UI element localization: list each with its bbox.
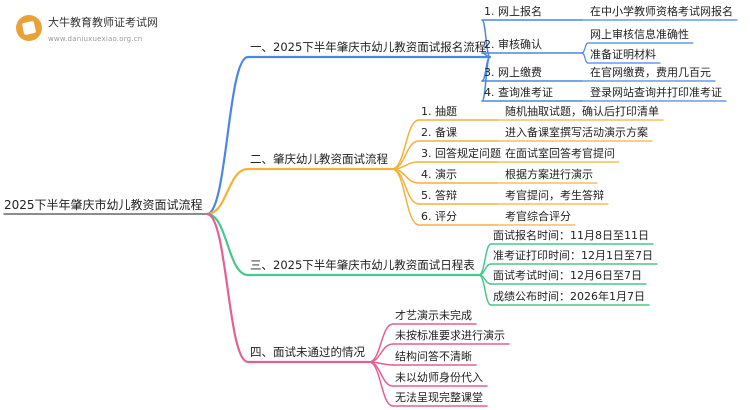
leaf-detail: 在官网缴费，费用几百元 (590, 66, 711, 79)
branch-item: 无法呈现完整课堂 (395, 391, 483, 404)
root-topic: 2025下半年肇庆市幼儿教资面试流程 (4, 198, 203, 212)
branch-item: 1. 网上报名 (484, 5, 542, 18)
branch-item: 5. 答辩 (421, 189, 457, 202)
branch-item: 面试考试时间：12月6日至7日 (493, 269, 642, 282)
logo-url: www.daniuxuexiao.org.cn (48, 35, 143, 43)
branch-item: 2. 审核确认 (484, 38, 542, 51)
branch-item: 4. 演示 (421, 168, 457, 181)
branch-item: 1. 抽题 (421, 105, 457, 118)
branch-item: 准考证打印时间：12月1日至7日 (493, 249, 653, 262)
leaf-detail: 登录网站查询并打印准考证 (590, 86, 722, 99)
branch-item: 结构问答不清晰 (395, 350, 472, 363)
branch-label: 二、肇庆幼儿教资面试流程 (250, 152, 388, 166)
branch-item: 3. 网上缴费 (484, 66, 542, 79)
branch-item: 2. 备课 (421, 126, 457, 139)
branch-item: 4. 查询准考证 (484, 86, 553, 99)
branch-label: 三、2025下半年肇庆市幼儿教资面试日程表 (250, 258, 475, 272)
leaf-detail: 考官提问，考生答辩 (505, 189, 604, 202)
branch-item: 6. 评分 (421, 210, 457, 223)
logo-name: 大牛教育教师证考试网 (48, 16, 158, 29)
branch-item: 3. 回答规定问题 (421, 147, 501, 160)
leaf-detail: 在中小学教师资格考试网报名 (590, 5, 733, 18)
leaf-detail: 根据方案进行演示 (505, 168, 593, 181)
branch-item: 未按标准要求进行演示 (395, 329, 505, 342)
leaf-detail: 在面试室回答考官提问 (505, 147, 615, 160)
branch-item: 才艺演示未完成 (395, 309, 472, 322)
book-icon (16, 15, 42, 41)
branch-item: 成绩公布时间：2026年1月7日 (493, 290, 645, 303)
leaf-detail: 网上审核信息准确性 (590, 28, 689, 41)
leaf-detail: 随机抽取试题，确认后打印清单 (505, 105, 659, 118)
branch-label: 四、面试未通过的情况 (250, 345, 365, 359)
brand-logo: 大牛教育教师证考试网 www.daniuxuexiao.org.cn (10, 10, 158, 50)
branch-item: 未以幼师身份代入 (395, 371, 483, 384)
leaf-detail: 考官综合评分 (505, 210, 571, 223)
branch-item: 面试报名时间：11月8日至11日 (493, 229, 649, 242)
leaf-detail: 准备证明材料 (590, 48, 656, 61)
branch-label: 一、2025下半年肇庆市幼儿教资面试报名流程 (250, 40, 487, 54)
leaf-detail: 进入备课室撰写活动演示方案 (505, 126, 648, 139)
